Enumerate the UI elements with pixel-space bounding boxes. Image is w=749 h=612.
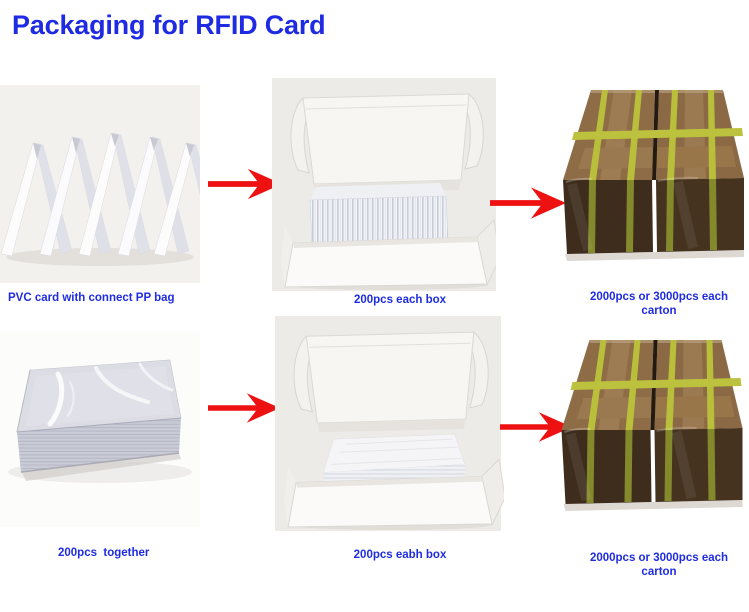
arrow-right-icon xyxy=(208,390,280,426)
arrow-right-icon xyxy=(500,409,572,445)
arrow-right-icon xyxy=(208,166,282,202)
caption-box-top: 200pcs each box xyxy=(353,294,447,306)
arrow-right-icon xyxy=(490,185,566,221)
strapped-cartons-photo-2 xyxy=(555,330,748,515)
open-box-flat-cards-photo xyxy=(272,316,504,531)
caption-carton-bottom: 2000pcs or 3000pcs each carton xyxy=(589,552,732,578)
fanned-pvc-cards-photo xyxy=(0,85,200,283)
caption-carton-top: 2000pcs or 3000pcs each carton xyxy=(589,291,732,317)
caption-pvc-cards: PVC card with connect PP bag xyxy=(8,292,175,304)
open-box-vertical-cards-photo xyxy=(272,78,496,291)
caption-box-bottom: 200pcs eabh box xyxy=(353,549,447,561)
shrink-wrapped-card-stack-photo xyxy=(0,332,200,527)
page-title: Packaging for RFID Card xyxy=(12,10,326,40)
caption-stack: 200pcs together xyxy=(58,547,150,559)
strapped-cartons-photo xyxy=(558,80,748,265)
